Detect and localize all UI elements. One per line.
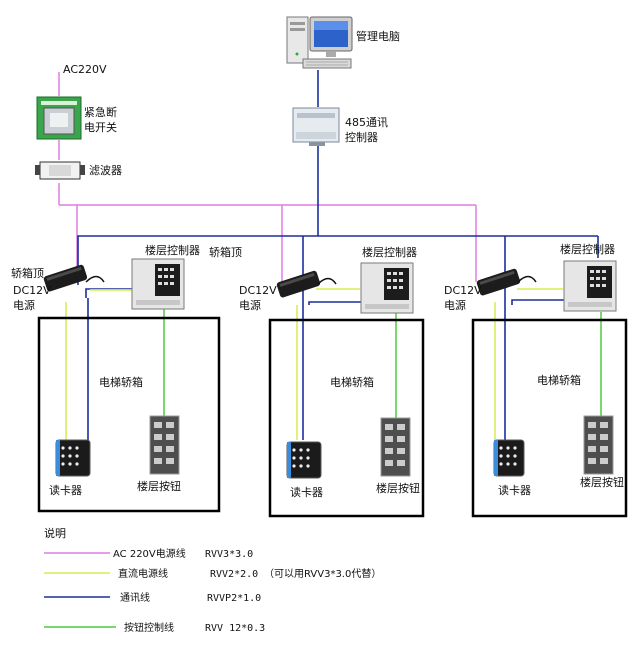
ac220v-label: AC220V [63, 63, 107, 76]
dc12v-power-supply [43, 264, 88, 292]
floor-button-panel [380, 417, 411, 477]
legend-item-dc-power: 直流电源线 RVV2*2.0 （可以用RVV3*3.0代替） [44, 567, 381, 580]
psu-label-2: 电源 [13, 298, 35, 312]
card-reader-label: 读卡器 [498, 483, 531, 497]
management-computer [286, 16, 353, 69]
floor-controller [563, 260, 617, 312]
floor-controller [131, 258, 185, 310]
floor-controller-label: 楼层控制器 [362, 245, 417, 259]
legend-item-name: AC 220V电源线 [113, 547, 186, 560]
legend-item-name: 按钮控制线 [124, 621, 174, 634]
legend-item-comm: 通讯线 RVVP2*1.0 [44, 591, 261, 604]
elevator-car-box [471, 318, 628, 518]
computer-label: 管理电脑 [356, 29, 400, 43]
power-cord [517, 275, 537, 283]
legend-item-name: 通讯线 [120, 591, 150, 604]
floor-buttons-label: 楼层按钮 [376, 481, 420, 495]
elevator-car-box [37, 316, 221, 513]
power-cord [317, 277, 337, 285]
rs485-converter [292, 107, 340, 146]
card-reader [55, 439, 91, 477]
dc12v-power-supply [476, 268, 521, 296]
legend-item-spec: RVV2*2.0 [210, 569, 258, 580]
psu-label-1: DC12V [13, 284, 51, 297]
elevator-unit-1: 轿箱顶 DC12V 电源 楼层控制器 电梯轿箱 读卡器 楼层按钮 [11, 243, 221, 513]
legend: 说明 AC 220V电源线 RVV3*3.0 直流电源线 RVV2*2.0 （可… [44, 526, 381, 634]
floor-controller-label: 楼层控制器 [560, 242, 615, 256]
floor-controller-label: 楼层控制器 [145, 243, 200, 257]
card-reader-label: 读卡器 [49, 483, 82, 497]
psu-label-1: DC12V [239, 284, 277, 297]
converter-label-1: 485通讯 [345, 116, 388, 129]
floor-buttons-label: 楼层按钮 [580, 475, 624, 489]
dc-power-lines [65, 288, 563, 440]
power-filter [35, 161, 85, 180]
legend-item-spec: RVV 12*0.3 [205, 623, 265, 634]
switch-label-2: 电开关 [84, 120, 117, 134]
card-reader [493, 439, 525, 477]
legend-item-button-control: 按钮控制线 RVV 12*0.3 [44, 621, 265, 634]
elevator-car-label: 电梯轿箱 [330, 375, 374, 389]
elevator-unit-3: DC12V 电源 楼层控制器 电梯轿箱 读卡器 楼层按钮 [444, 242, 628, 518]
car-roof-label: 轿箱顶 [11, 266, 44, 280]
floor-controller [360, 262, 414, 314]
elevator-car-label: 电梯轿箱 [99, 375, 143, 389]
elevator-unit-2: 轿箱顶 DC12V 电源 楼层控制器 电梯轿箱 读卡器 楼层按钮 [209, 245, 425, 518]
card-reader-label: 读卡器 [290, 485, 323, 499]
button-lines [163, 308, 602, 420]
legend-item-spec: RVVP2*1.0 [207, 593, 261, 604]
filter-label: 滤波器 [89, 164, 122, 177]
legend-item-spec: RVV3*3.0 [205, 549, 253, 560]
legend-item-ac-power: AC 220V电源线 RVV3*3.0 [44, 547, 253, 560]
emergency-switch [36, 96, 82, 140]
legend-item-name: 直流电源线 [118, 567, 168, 580]
elevator-car-box [268, 318, 425, 518]
card-reader [286, 441, 322, 479]
floor-buttons-label: 楼层按钮 [137, 479, 181, 493]
car-roof-label: 轿箱顶 [209, 245, 242, 259]
converter-label-2: 控制器 [345, 130, 378, 144]
psu-label-2: 电源 [444, 298, 466, 312]
psu-label-2: 电源 [239, 298, 261, 312]
dc12v-power-supply [276, 270, 321, 298]
power-cord [85, 275, 105, 283]
floor-button-panel [583, 415, 614, 475]
ac-power-lines [58, 72, 477, 282]
switch-label-1: 紧急断 [84, 105, 117, 119]
legend-title: 说明 [44, 526, 66, 540]
psu-label-1: DC12V [444, 284, 482, 297]
elevator-car-label: 电梯轿箱 [537, 373, 581, 387]
floor-button-panel [149, 415, 180, 475]
legend-item-note: （可以用RVV3*3.0代替） [264, 567, 381, 580]
